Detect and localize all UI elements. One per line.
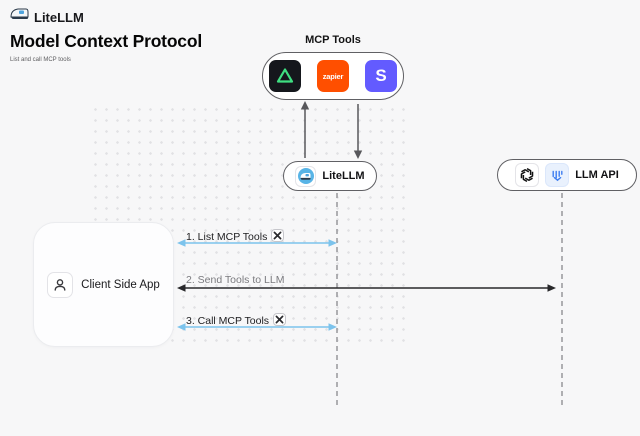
stripe-letter: S [375, 66, 387, 85]
brand: LiteLLM [10, 7, 84, 27]
litellm-node-logo-icon [295, 165, 317, 187]
mcp-tools-box[interactable]: zapier S [262, 52, 404, 100]
mcp-tools-label: MCP Tools [305, 34, 361, 46]
step1-label: 1. List MCP Tools [186, 229, 285, 245]
litellm-node[interactable]: LiteLLM [283, 161, 377, 191]
step2-text: 2. Send Tools to LLM [186, 274, 285, 286]
zapier-wordmark: zapier [322, 71, 344, 81]
llm-provider-icon [545, 163, 570, 187]
brand-name: LiteLLM [34, 9, 84, 25]
step3-text: 3. Call MCP Tools [186, 315, 270, 327]
litellm-train-logo-icon [10, 7, 29, 27]
page-subtitle: List and call MCP tools [10, 57, 71, 63]
step3-label: 3. Call MCP Tools [186, 313, 287, 329]
litellm-node-label: LiteLLM [322, 170, 365, 182]
step1-text: 1. List MCP Tools [186, 231, 268, 243]
triangle-app-icon[interactable] [269, 60, 301, 92]
tools-icon [273, 313, 287, 329]
llm-api-node[interactable]: LLM API [497, 159, 637, 191]
openai-icon [515, 163, 540, 187]
llm-api-label: LLM API [575, 169, 619, 181]
step2-right-head-icon [547, 284, 556, 292]
zapier-icon[interactable]: zapier [317, 60, 349, 92]
stripe-icon[interactable]: S [365, 60, 397, 92]
tools-icon [271, 229, 285, 245]
page-title: Model Context Protocol [10, 31, 202, 51]
client-side-app-node[interactable]: Client Side App [33, 222, 174, 347]
client-side-app-label: Client Side App [81, 278, 160, 291]
person-icon [47, 271, 74, 298]
step2-label: 2. Send Tools to LLM [186, 274, 284, 286]
